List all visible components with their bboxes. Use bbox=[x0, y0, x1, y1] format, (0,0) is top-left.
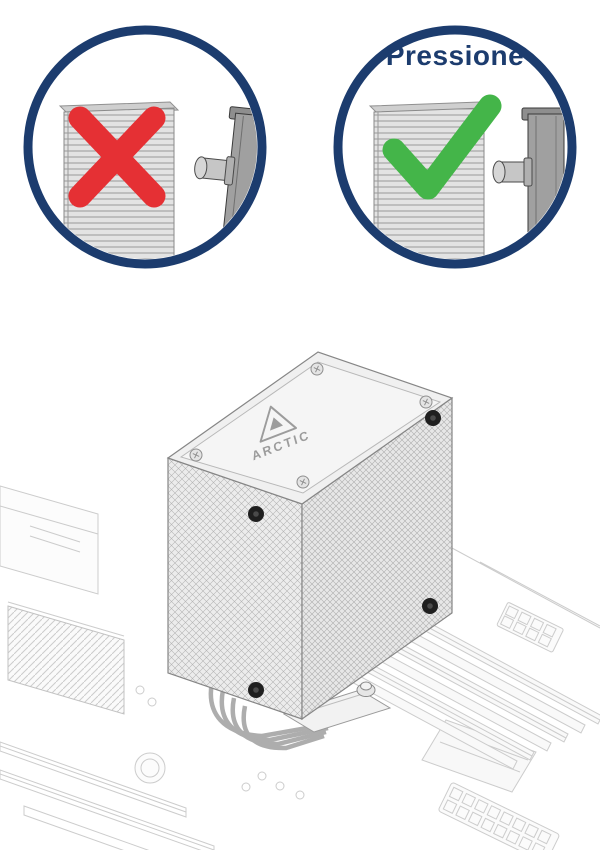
cooler-top-plate bbox=[179, 361, 442, 494]
power-connector bbox=[496, 602, 564, 653]
ram-modules bbox=[334, 619, 600, 770]
atx-connector bbox=[438, 782, 560, 850]
badge-border bbox=[333, 25, 577, 269]
correct-badge-illustration bbox=[333, 25, 577, 269]
badge-border bbox=[23, 25, 267, 269]
fan-mount-grommets bbox=[248, 410, 441, 698]
heat-pipes bbox=[208, 681, 331, 751]
check-mark-icon bbox=[382, 94, 502, 200]
correct-installation-badge: Pressione bbox=[330, 22, 580, 272]
pressure-label: Pressione bbox=[385, 40, 525, 71]
motherboard-line-art bbox=[0, 485, 600, 850]
wrong-badge-illustration bbox=[23, 25, 267, 269]
cooler-base bbox=[282, 681, 392, 733]
cooler-installation-illustration: ARCTIC bbox=[0, 290, 600, 850]
wrong-installation-badge bbox=[20, 22, 270, 272]
arctic-logo-triangle bbox=[259, 405, 298, 443]
x-mark-icon bbox=[68, 106, 166, 208]
top-plate-screws bbox=[189, 362, 433, 489]
cpu-cooler-tower: ARCTIC bbox=[166, 351, 454, 721]
arctic-logo-inner-triangle bbox=[269, 417, 284, 431]
